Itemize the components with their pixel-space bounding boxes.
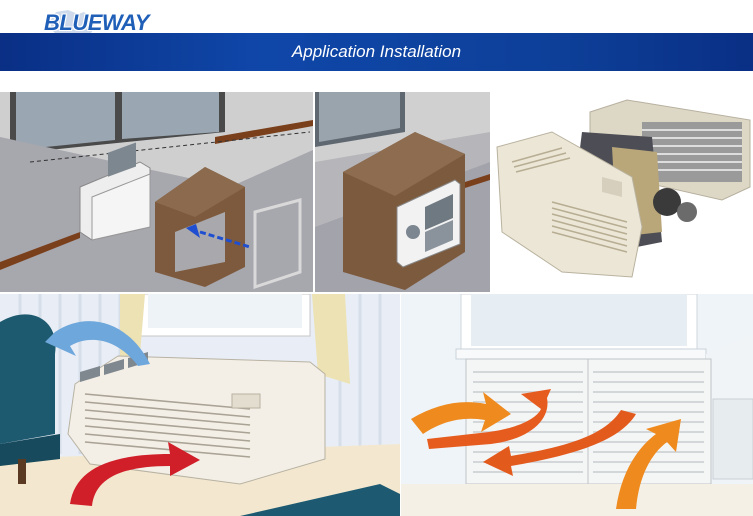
illustration-sleeve-installation [0, 92, 313, 292]
unit-icon [396, 179, 461, 268]
brand-logo: BLUEWAY [38, 6, 149, 44]
title-banner: Application Installation [0, 33, 753, 71]
arrow-icon [186, 224, 251, 249]
illustration-exploded-view [492, 92, 753, 292]
illustration-room-airflow [0, 294, 400, 516]
sleeve-icon [155, 167, 245, 287]
arrow-icon [616, 419, 681, 509]
page-title: Application Installation [291, 42, 462, 61]
arrow-icon [70, 442, 200, 506]
arrow-icon [411, 392, 511, 434]
unit-icon [67, 352, 326, 485]
unit-icon [496, 131, 643, 278]
illustration-grille-airflow [401, 294, 753, 516]
logo-text: BLUEWAY [44, 10, 149, 35]
illustration-unit-in-sleeve [315, 92, 490, 292]
arrow-icon [427, 389, 551, 449]
arrow-icon [45, 321, 150, 366]
unit-icon [79, 142, 151, 241]
arrow-icon [483, 410, 636, 476]
